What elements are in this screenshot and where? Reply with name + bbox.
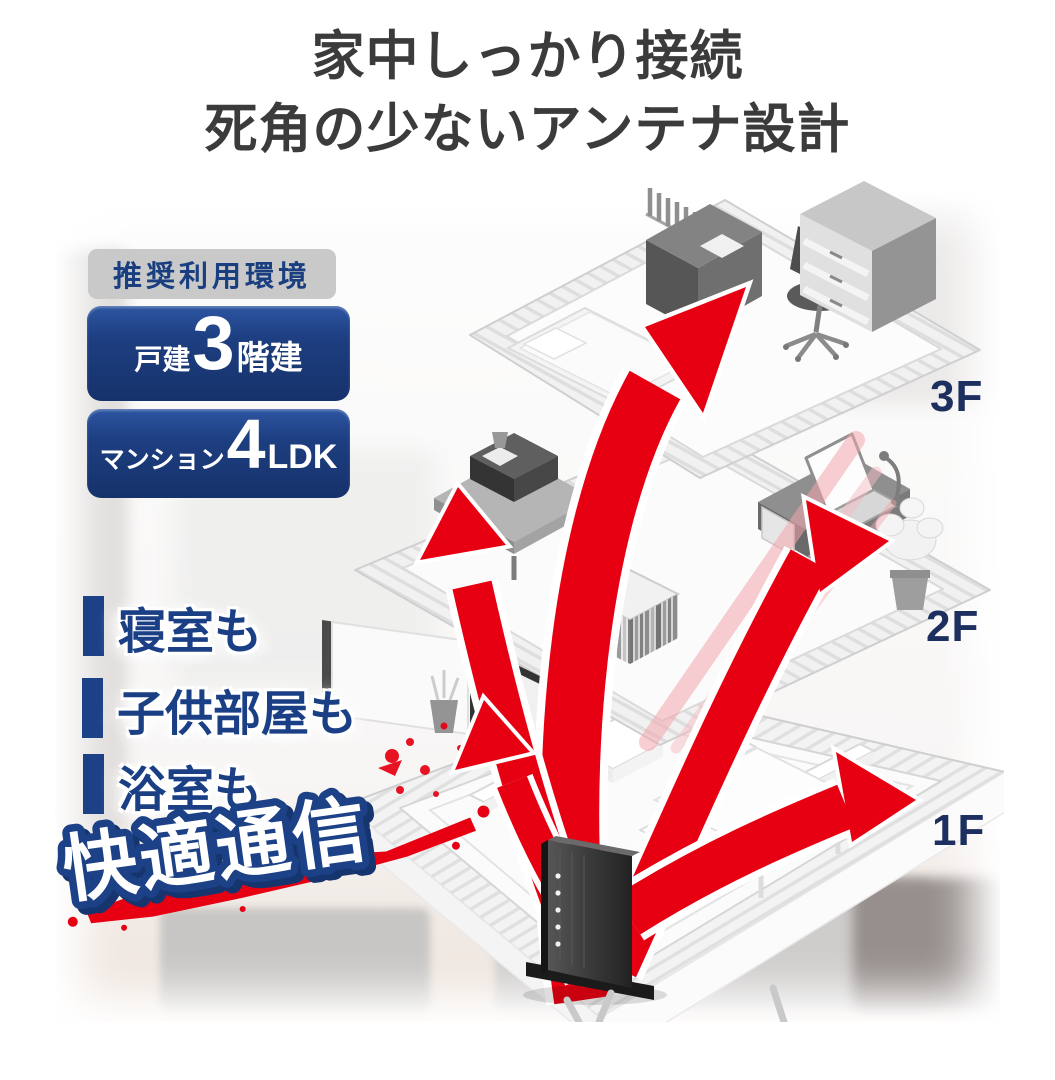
title-line-2: 死角の少ないアンテナ設計 xyxy=(204,100,851,160)
media-box-2f xyxy=(470,432,558,502)
background-table xyxy=(853,878,1000,1012)
background-basket xyxy=(160,908,430,1012)
plant-pot-small xyxy=(430,670,460,733)
wifi-arrow-to-1f-right xyxy=(611,744,924,941)
floor-label-2f: 2F xyxy=(926,602,980,651)
desk-lamp-2f xyxy=(879,451,905,506)
page-title: 家中しっかり接続 死角の少ないアンテナ設計 xyxy=(0,20,1055,166)
router-illustration xyxy=(523,836,667,1005)
title-line-1: 家中しっかり接続 xyxy=(311,27,744,86)
floor-label-3f: 3F xyxy=(930,372,984,421)
dresser-3f xyxy=(800,181,936,332)
floor-label-1f: 1F xyxy=(932,806,986,855)
plant-2f xyxy=(875,497,944,610)
router-led-lights xyxy=(555,873,561,947)
